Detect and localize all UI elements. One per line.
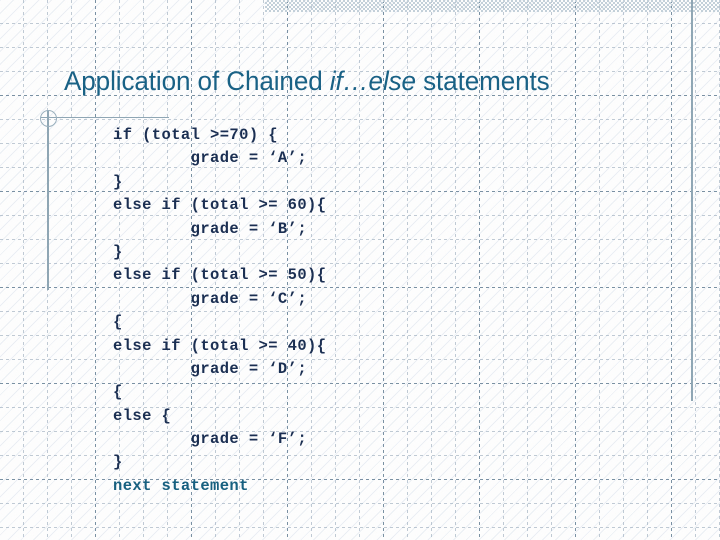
code-line: { — [113, 383, 123, 402]
code-line: { — [113, 313, 123, 332]
page-title: Application of Chained if…else statement… — [64, 66, 653, 97]
code-line: grade = ‘C’; — [113, 289, 308, 308]
code-line: next statement — [113, 476, 249, 495]
code-line: grade = ‘F’; — [113, 430, 308, 449]
top-decorative-band — [265, 0, 720, 12]
code-block: if (total >=70) { grade = ‘A’;} else if (… — [113, 124, 326, 498]
code-line: grade = ‘B’; — [113, 219, 308, 238]
page-title-prefix: Application of Chained — [64, 66, 330, 96]
page-title-suffix: statements — [415, 66, 550, 96]
code-line: else if (total >= 60){ — [113, 196, 327, 215]
page-title-italic: if…else — [329, 66, 416, 96]
right-vertical-rule — [691, 0, 693, 401]
code-line: else if (total >= 40){ — [113, 336, 327, 355]
bullet-circle-icon — [40, 110, 57, 127]
left-vertical-rule — [47, 110, 49, 290]
title-underline-rule — [41, 117, 169, 118]
code-line: } — [113, 242, 123, 261]
code-line: else if (total >= 50){ — [113, 266, 327, 285]
code-line: else { — [113, 406, 172, 425]
code-line: grade = ‘A’; — [113, 149, 308, 168]
code-line: grade = ‘D’; — [113, 359, 308, 378]
code-line: } — [113, 453, 123, 472]
code-line: if (total >=70) { — [113, 126, 278, 144]
code-line: } — [113, 172, 123, 191]
